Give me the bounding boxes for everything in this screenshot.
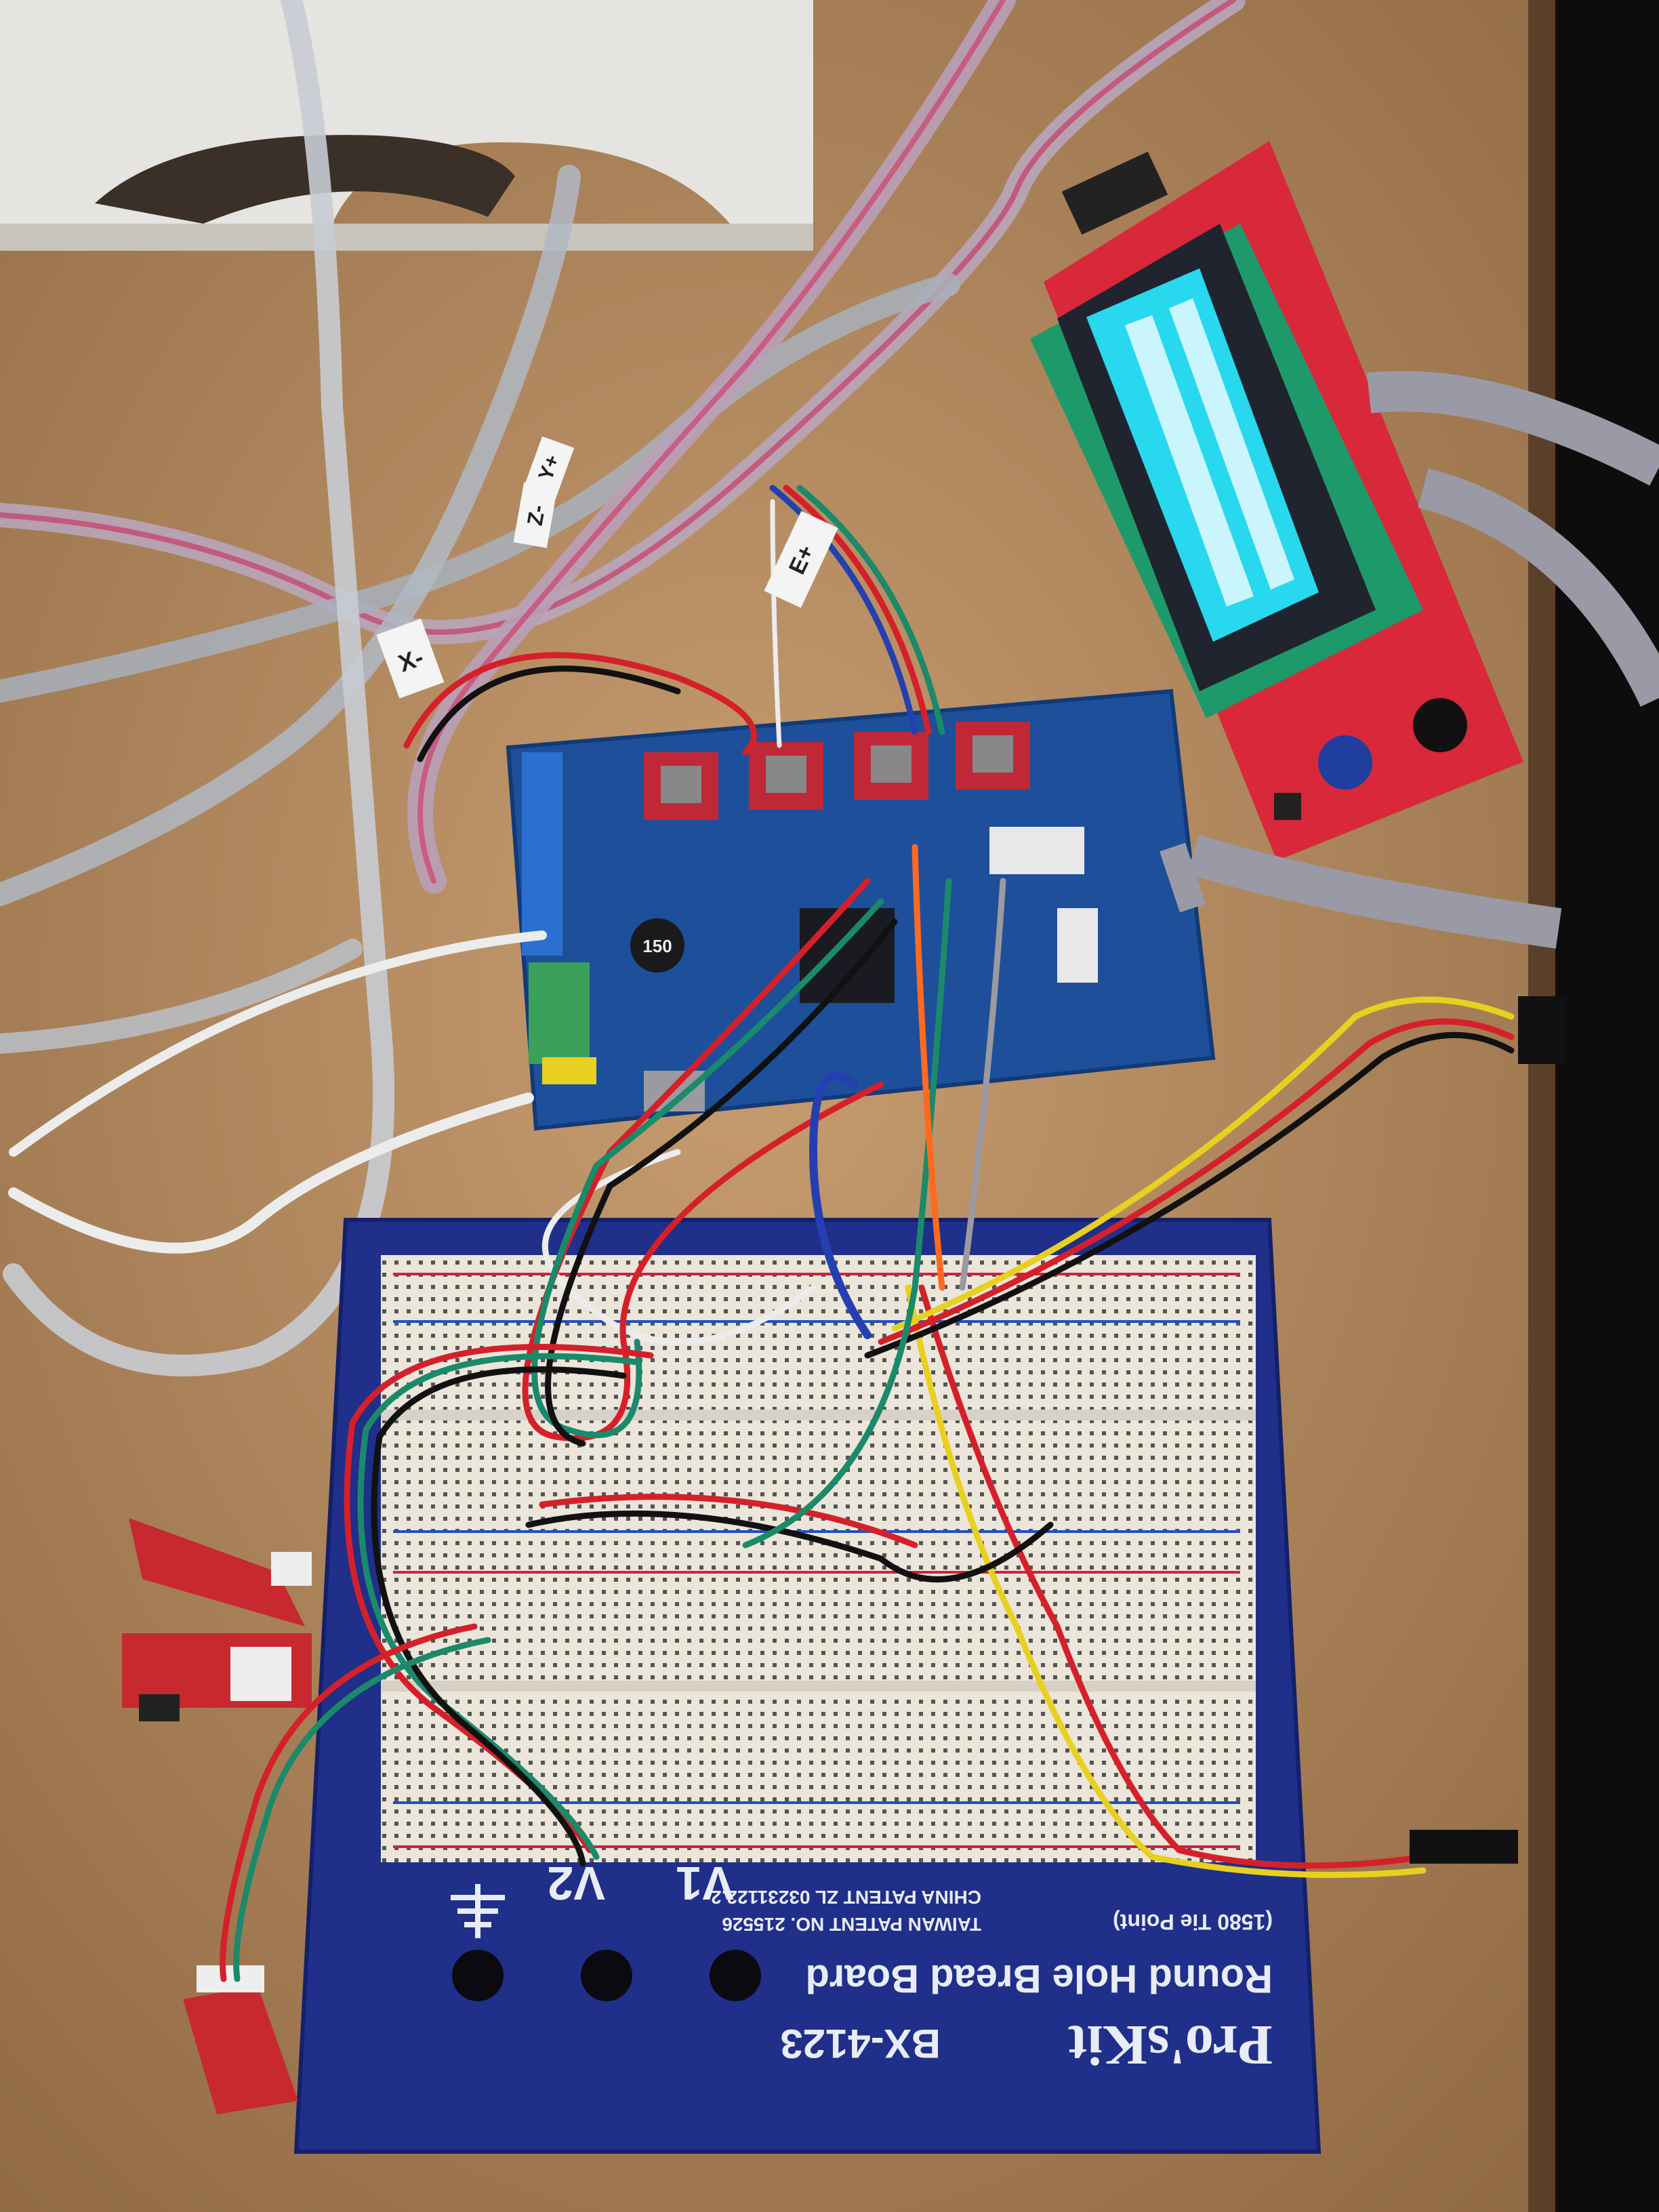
v1-terminal-hole	[710, 1950, 761, 2001]
breadboard-title: Round Hole Bread Board	[805, 1957, 1273, 2001]
terminal-v1-label: V1	[676, 1857, 734, 1910]
terminal-v2-label: V2	[547, 1857, 605, 1910]
breadboard-model: BX-4123	[780, 2021, 941, 2066]
tie-point-text: (1580 Tie Point)	[1113, 1910, 1273, 1934]
wire-tags: X- Z- Y+ E+	[376, 436, 838, 699]
green-terminal-block	[529, 962, 590, 1064]
dark-edge	[1552, 0, 1659, 2212]
taiwan-patent-text: TAIWAN PATENT NO. 215526	[722, 1914, 981, 1935]
breadboard: V2 V1 TAIWAN PATENT NO. 215526 CHINA PAT…	[293, 1218, 1322, 2154]
proskit-logo: Pro'sKit	[1068, 2013, 1273, 2076]
endstop-switches	[122, 1518, 312, 2114]
ground-symbol-icon	[451, 1884, 505, 1938]
inductor	[630, 918, 684, 972]
dark-edge-shadow	[1528, 0, 1555, 2212]
ground-terminal-hole	[452, 1950, 504, 2001]
buzzer	[1413, 698, 1467, 752]
controller-board: 150	[506, 689, 1216, 1131]
lcd-controller	[1030, 141, 1523, 861]
power-terminal-block	[522, 752, 562, 956]
reset-button	[1274, 793, 1301, 820]
dupont-connector	[1410, 1830, 1518, 1864]
microcontroller-chip	[800, 908, 895, 1003]
v2-terminal-hole	[581, 1950, 632, 2001]
inductor-marking: 150	[642, 936, 672, 956]
dupont-connector	[1518, 996, 1565, 1064]
jumper-wires	[8, 485, 1565, 1982]
printer-frame	[0, 0, 813, 251]
wire-tag-z: Z-	[523, 503, 550, 527]
rotary-encoder-knob	[1318, 735, 1372, 790]
stepper-drivers	[644, 722, 1030, 820]
ribbon-cables	[1160, 371, 1659, 949]
china-patent-text: CHINA PATENT ZL 03231122.2	[711, 1887, 981, 1908]
